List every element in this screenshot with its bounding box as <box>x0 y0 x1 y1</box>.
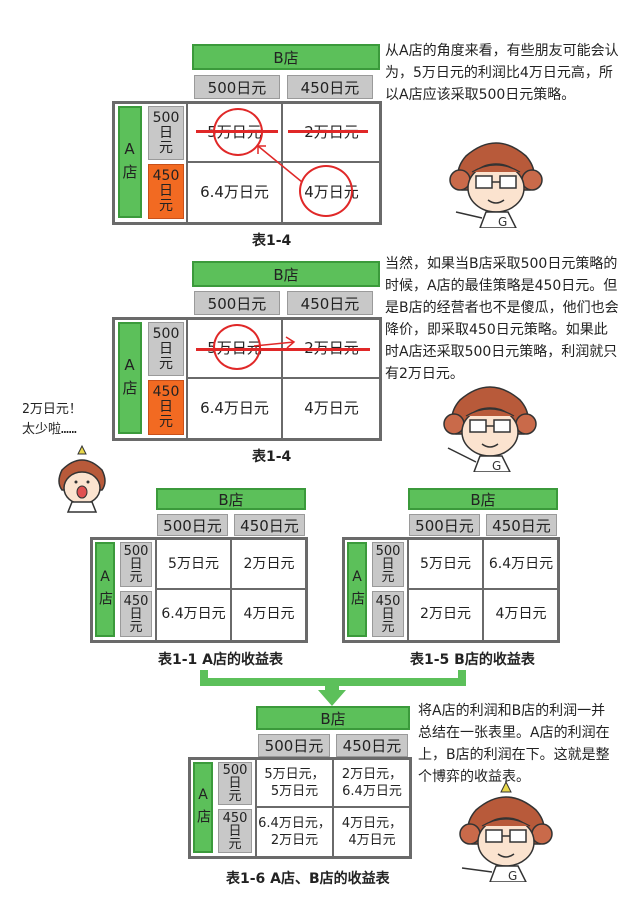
cell-500-450: 2万日元， 6.4万日元 <box>341 767 403 799</box>
red-arrow-icon <box>257 145 303 183</box>
cell-500-500: 5万日元 <box>168 555 219 572</box>
row-header-500: 500 日 元 <box>148 106 184 160</box>
cell-500-450: 6.4万日元 <box>488 555 554 572</box>
a-store-header: A店 <box>118 322 142 434</box>
cell-450-450: 4万日元 <box>495 606 547 622</box>
character-teacher-icon: G <box>443 386 537 472</box>
b-store-header: B店 <box>408 488 558 510</box>
red-circle-mark <box>299 165 353 217</box>
a-store-header: A店 <box>118 106 142 218</box>
red-strike-line <box>288 130 368 133</box>
b-store-header: B店 <box>156 488 306 510</box>
row-header-450: 450 日 元 <box>148 164 184 219</box>
table-caption: 表1-6 A店、B店的收益表 <box>226 871 390 887</box>
cell-450-500: 6.4万日元 <box>200 182 269 201</box>
col-header-500: 500日元 <box>194 75 280 99</box>
character-sad-icon <box>58 444 106 513</box>
a-store-header: A店 <box>193 762 213 853</box>
character-teacher-icon: G <box>459 782 553 882</box>
row-header-500: 500 日 元 <box>148 322 184 376</box>
row-header-500: 500 日 元 <box>372 542 404 587</box>
red-circle-mark <box>213 108 263 156</box>
row-header-450: 450 日 元 <box>148 380 184 435</box>
paragraph-3: 将A店的利润和B店的利润一并总结在一张表里。A店的利润在上，B店的利润在下。这就… <box>418 703 610 785</box>
table-caption: 表1-1 A店的收益表 <box>158 652 284 668</box>
col-header-500: 500日元 <box>258 734 330 757</box>
col-header-450: 450日元 <box>486 514 557 536</box>
col-header-500: 500日元 <box>157 514 228 536</box>
a-store-header: A店 <box>95 542 115 637</box>
cell-450-450: 4万日元 <box>243 606 295 622</box>
col-header-500: 500日元 <box>194 291 280 315</box>
table-caption: 表1-5 B店的收益表 <box>410 652 535 668</box>
paragraph-1: 从A店的角度来看，有些朋友可能会认为，5万日元的利润比4万日元高，所以A店应该采… <box>385 43 619 103</box>
b-store-header: B店 <box>256 706 410 730</box>
red-strike-line <box>196 348 370 351</box>
row-header-450: 450 日 元 <box>218 809 252 853</box>
row-header-450: 450 日 元 <box>372 591 404 637</box>
row-header-450: 450 日 元 <box>120 591 152 637</box>
merge-arrow-icon <box>200 670 466 706</box>
cell-450-500: 6.4万日元 <box>161 606 226 622</box>
b-store-header: B店 <box>192 261 380 287</box>
cell-450-500: 2万日元 <box>420 606 471 622</box>
a-store-header: A店 <box>347 542 367 637</box>
character-teacher-icon: G <box>449 142 543 228</box>
red-arrow-icon <box>253 336 296 349</box>
row-header-500: 500 日 元 <box>120 542 152 587</box>
col-header-450: 450日元 <box>287 291 373 315</box>
cell-450-500: 6.4万日元， 2万日元 <box>258 815 331 848</box>
red-circle-mark <box>213 324 261 370</box>
table-caption: 表1-4 <box>252 233 292 249</box>
svg-text:G: G <box>508 869 517 882</box>
b-store-header: B店 <box>192 44 380 70</box>
col-header-450: 450日元 <box>336 734 408 757</box>
paragraph-2: 当然，如果当B店采取500日元策略的时候，A店的最佳策略是450日元。但是B店的… <box>385 256 619 382</box>
table-caption: 表1-4 <box>252 449 292 465</box>
col-header-500: 500日元 <box>409 514 480 536</box>
svg-text:G: G <box>492 459 501 472</box>
col-header-450: 450日元 <box>234 514 305 536</box>
svg-text:G: G <box>498 215 507 228</box>
cell-450-450: 4万日元 <box>304 398 359 417</box>
cell-500-500: 5万日元， 5万日元 <box>264 767 325 799</box>
speech-text: 2万日元！ 太少啦…… <box>22 402 82 437</box>
row-header-500: 500 日 元 <box>218 762 252 805</box>
cell-450-450: 4万日元， 4万日元 <box>341 815 403 848</box>
cell-500-450: 2万日元 <box>243 555 295 572</box>
cell-450-500: 6.4万日元 <box>200 398 269 417</box>
col-header-450: 450日元 <box>287 75 373 99</box>
cell-500-500: 5万日元 <box>420 555 471 572</box>
